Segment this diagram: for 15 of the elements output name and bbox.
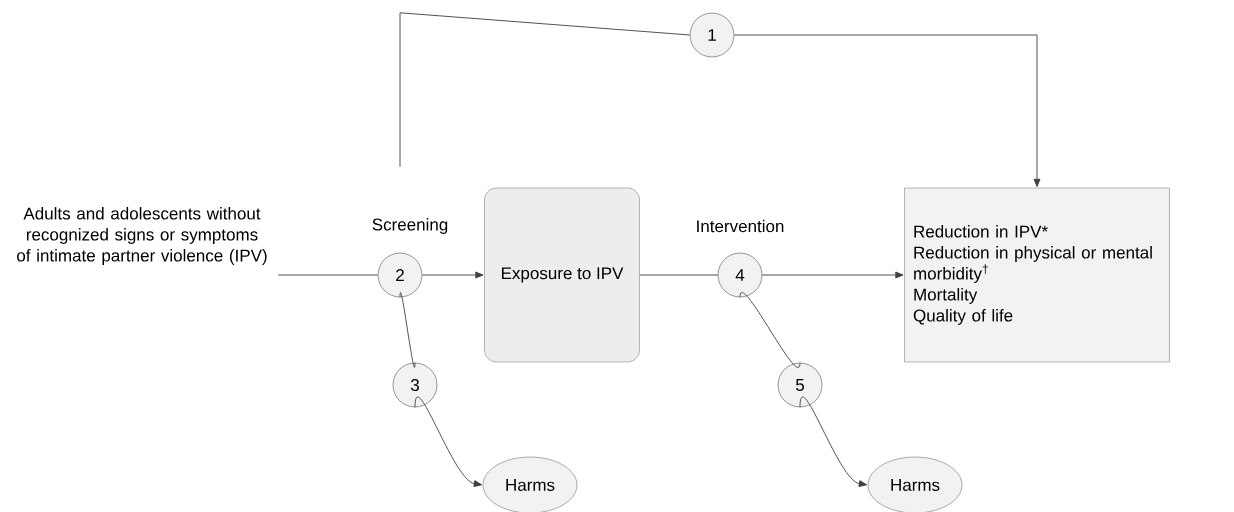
stage-label: Intervention bbox=[697, 219, 784, 233]
population-text: Adults and adolescents without recognized signs or symptoms of intimate partner violence (IPV) bbox=[17, 207, 267, 265]
process-box: Exposure to IPV bbox=[484, 187, 640, 363]
connector bbox=[399, 12, 691, 168]
connector bbox=[277, 274, 379, 276]
connector bbox=[639, 274, 719, 276]
outcome-box: Reduction in IPV* Reduction in physical or mental morbidity$^{†}$ Mortality Quality of life bbox=[904, 187, 1170, 363]
connector bbox=[399, 292, 416, 368]
connector bbox=[733, 34, 1041, 187]
connector bbox=[799, 396, 868, 487]
stage-label: Screening bbox=[372, 218, 448, 234]
connector bbox=[739, 292, 801, 368]
connector bbox=[421, 271, 484, 279]
connector bbox=[414, 396, 483, 487]
connector bbox=[761, 271, 904, 279]
